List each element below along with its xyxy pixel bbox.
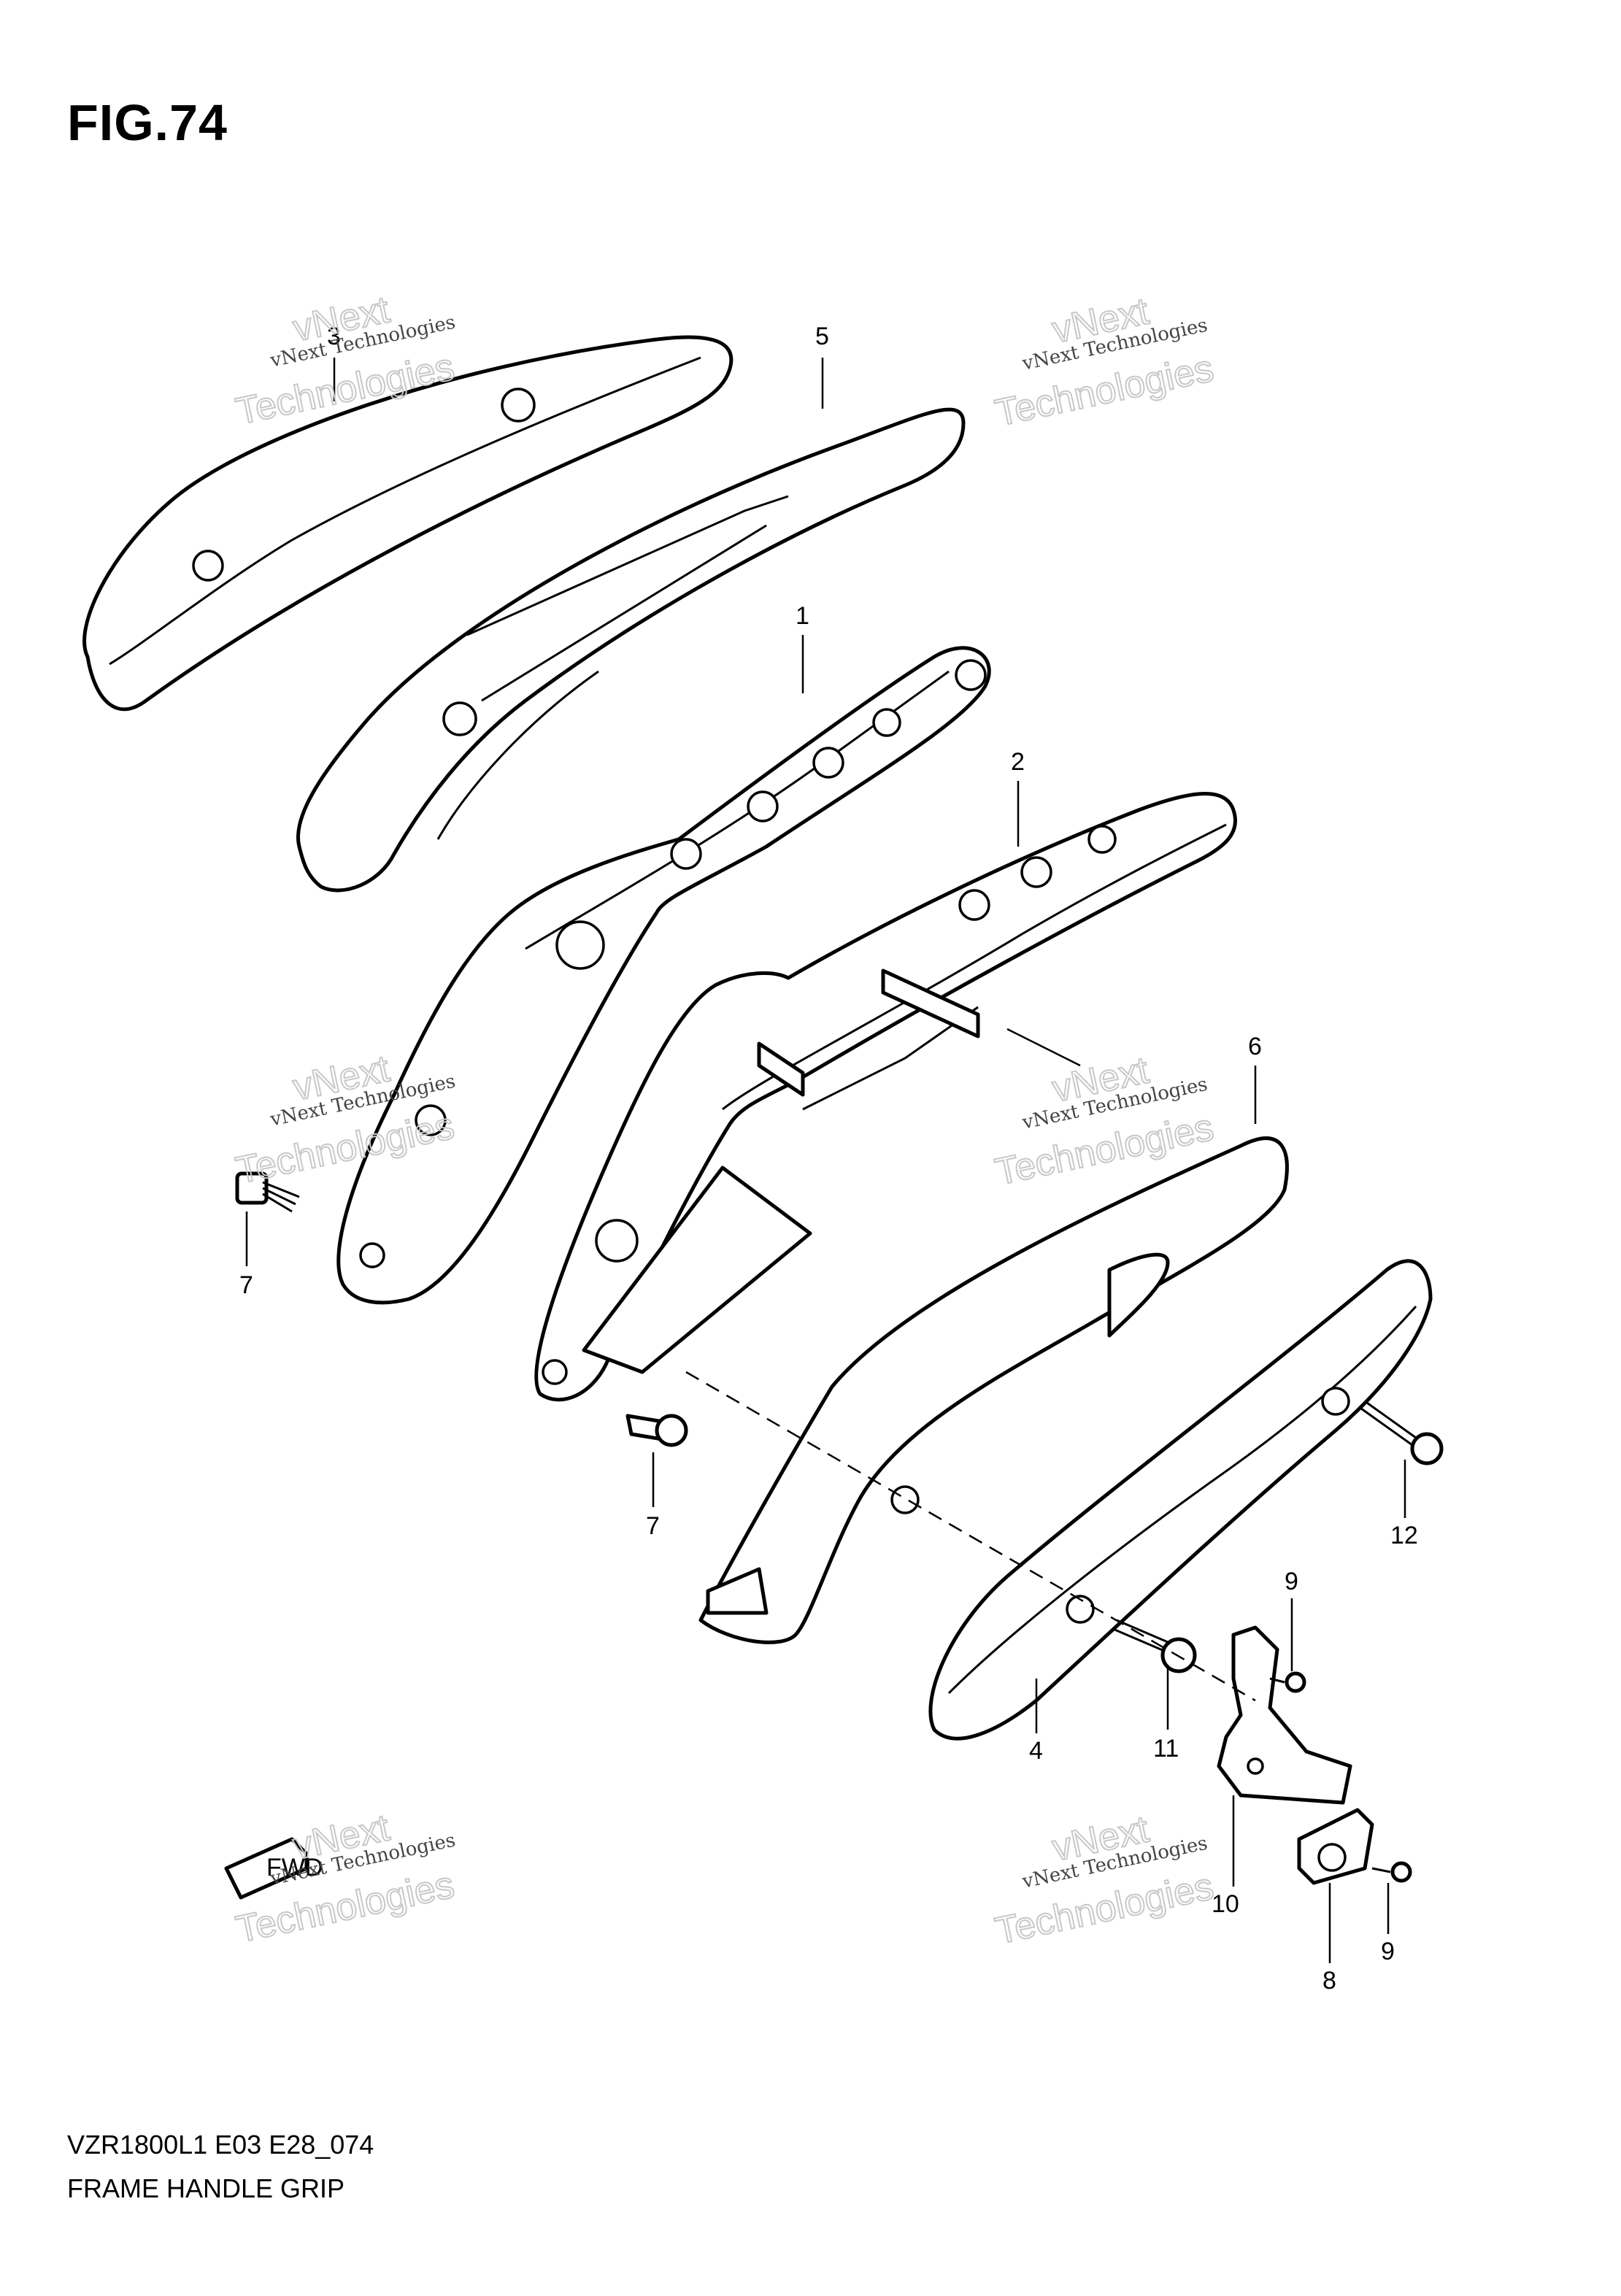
part-12-bolt — [1360, 1400, 1444, 1465]
callout-9-upper: 9 — [1285, 1568, 1298, 1595]
callout-1: 1 — [796, 602, 809, 630]
callout-12: 12 — [1390, 1522, 1418, 1549]
callout-11: 11 — [1153, 1735, 1179, 1763]
mount-hole — [555, 920, 605, 970]
mount-hole — [442, 701, 477, 736]
part-4-grip-cover — [928, 1259, 1433, 1741]
mount-hole — [595, 1219, 639, 1263]
callout-4: 4 — [1029, 1737, 1043, 1765]
callout-5: 5 — [815, 323, 829, 350]
mount-hole — [1087, 825, 1117, 854]
part-6-grip-cover — [698, 1136, 1289, 1644]
callout-10: 10 — [1212, 1890, 1239, 1918]
watermark-top-right: Technologies vNext vNext Technologies — [991, 289, 1218, 435]
watermark-bottom-right: Technologies vNext vNext Technologies — [991, 1807, 1218, 1953]
assembly-alignment-line — [685, 1371, 1256, 1702]
callout-2: 2 — [1011, 748, 1025, 776]
mount-hole — [747, 790, 779, 823]
fwd-arrow-icon: FWD — [224, 1837, 323, 1900]
mount-hole — [1020, 856, 1052, 888]
part-7-bolt-upper — [235, 1171, 300, 1213]
spacer-plate — [582, 1166, 812, 1374]
part-9-screw-upper — [1269, 1671, 1306, 1693]
part-10-bracket — [1217, 1625, 1352, 1805]
part-2-frame-handle — [534, 792, 1238, 1402]
mount-hole — [958, 889, 990, 921]
part-8-clamp — [1297, 1808, 1374, 1885]
figure-title: FIG.74 — [67, 94, 228, 151]
mount-hole — [1321, 1387, 1350, 1416]
part-7-bolt-lower — [625, 1414, 688, 1447]
mount-hole — [1066, 1595, 1095, 1624]
fwd-arrow-label: FWD — [266, 1854, 323, 1881]
mount-hole — [192, 550, 224, 582]
model-code: VZR1800L1 E03 E28_074 — [67, 2130, 374, 2160]
part-1-frame-handle — [336, 646, 991, 1305]
mount-hole — [501, 388, 536, 423]
part-9-screw-lower — [1371, 1861, 1412, 1883]
cross-tube — [881, 968, 980, 1039]
mount-hole — [359, 1242, 385, 1268]
callout-6: 6 — [1248, 1033, 1262, 1060]
part-11-bolt — [1112, 1619, 1197, 1673]
callout-3: 3 — [327, 323, 341, 350]
callout-9-lower: 9 — [1381, 1938, 1395, 1965]
mount-hole — [812, 747, 844, 779]
callout-8: 8 — [1322, 1967, 1336, 1995]
mount-hole — [542, 1359, 568, 1385]
callout-7-lower: 7 — [646, 1512, 660, 1540]
mount-hole — [955, 659, 987, 691]
callout-7-upper: 7 — [239, 1271, 253, 1299]
mount-hole — [872, 708, 901, 737]
part-3-grip-cover — [82, 335, 734, 712]
figure-caption: FRAME HANDLE GRIP — [67, 2173, 345, 2203]
leader-line — [1006, 1028, 1081, 1067]
mount-hole — [670, 838, 702, 870]
mount-hole — [890, 1485, 920, 1514]
part-5-handle-bracket — [296, 407, 966, 893]
mount-hole — [415, 1104, 447, 1136]
